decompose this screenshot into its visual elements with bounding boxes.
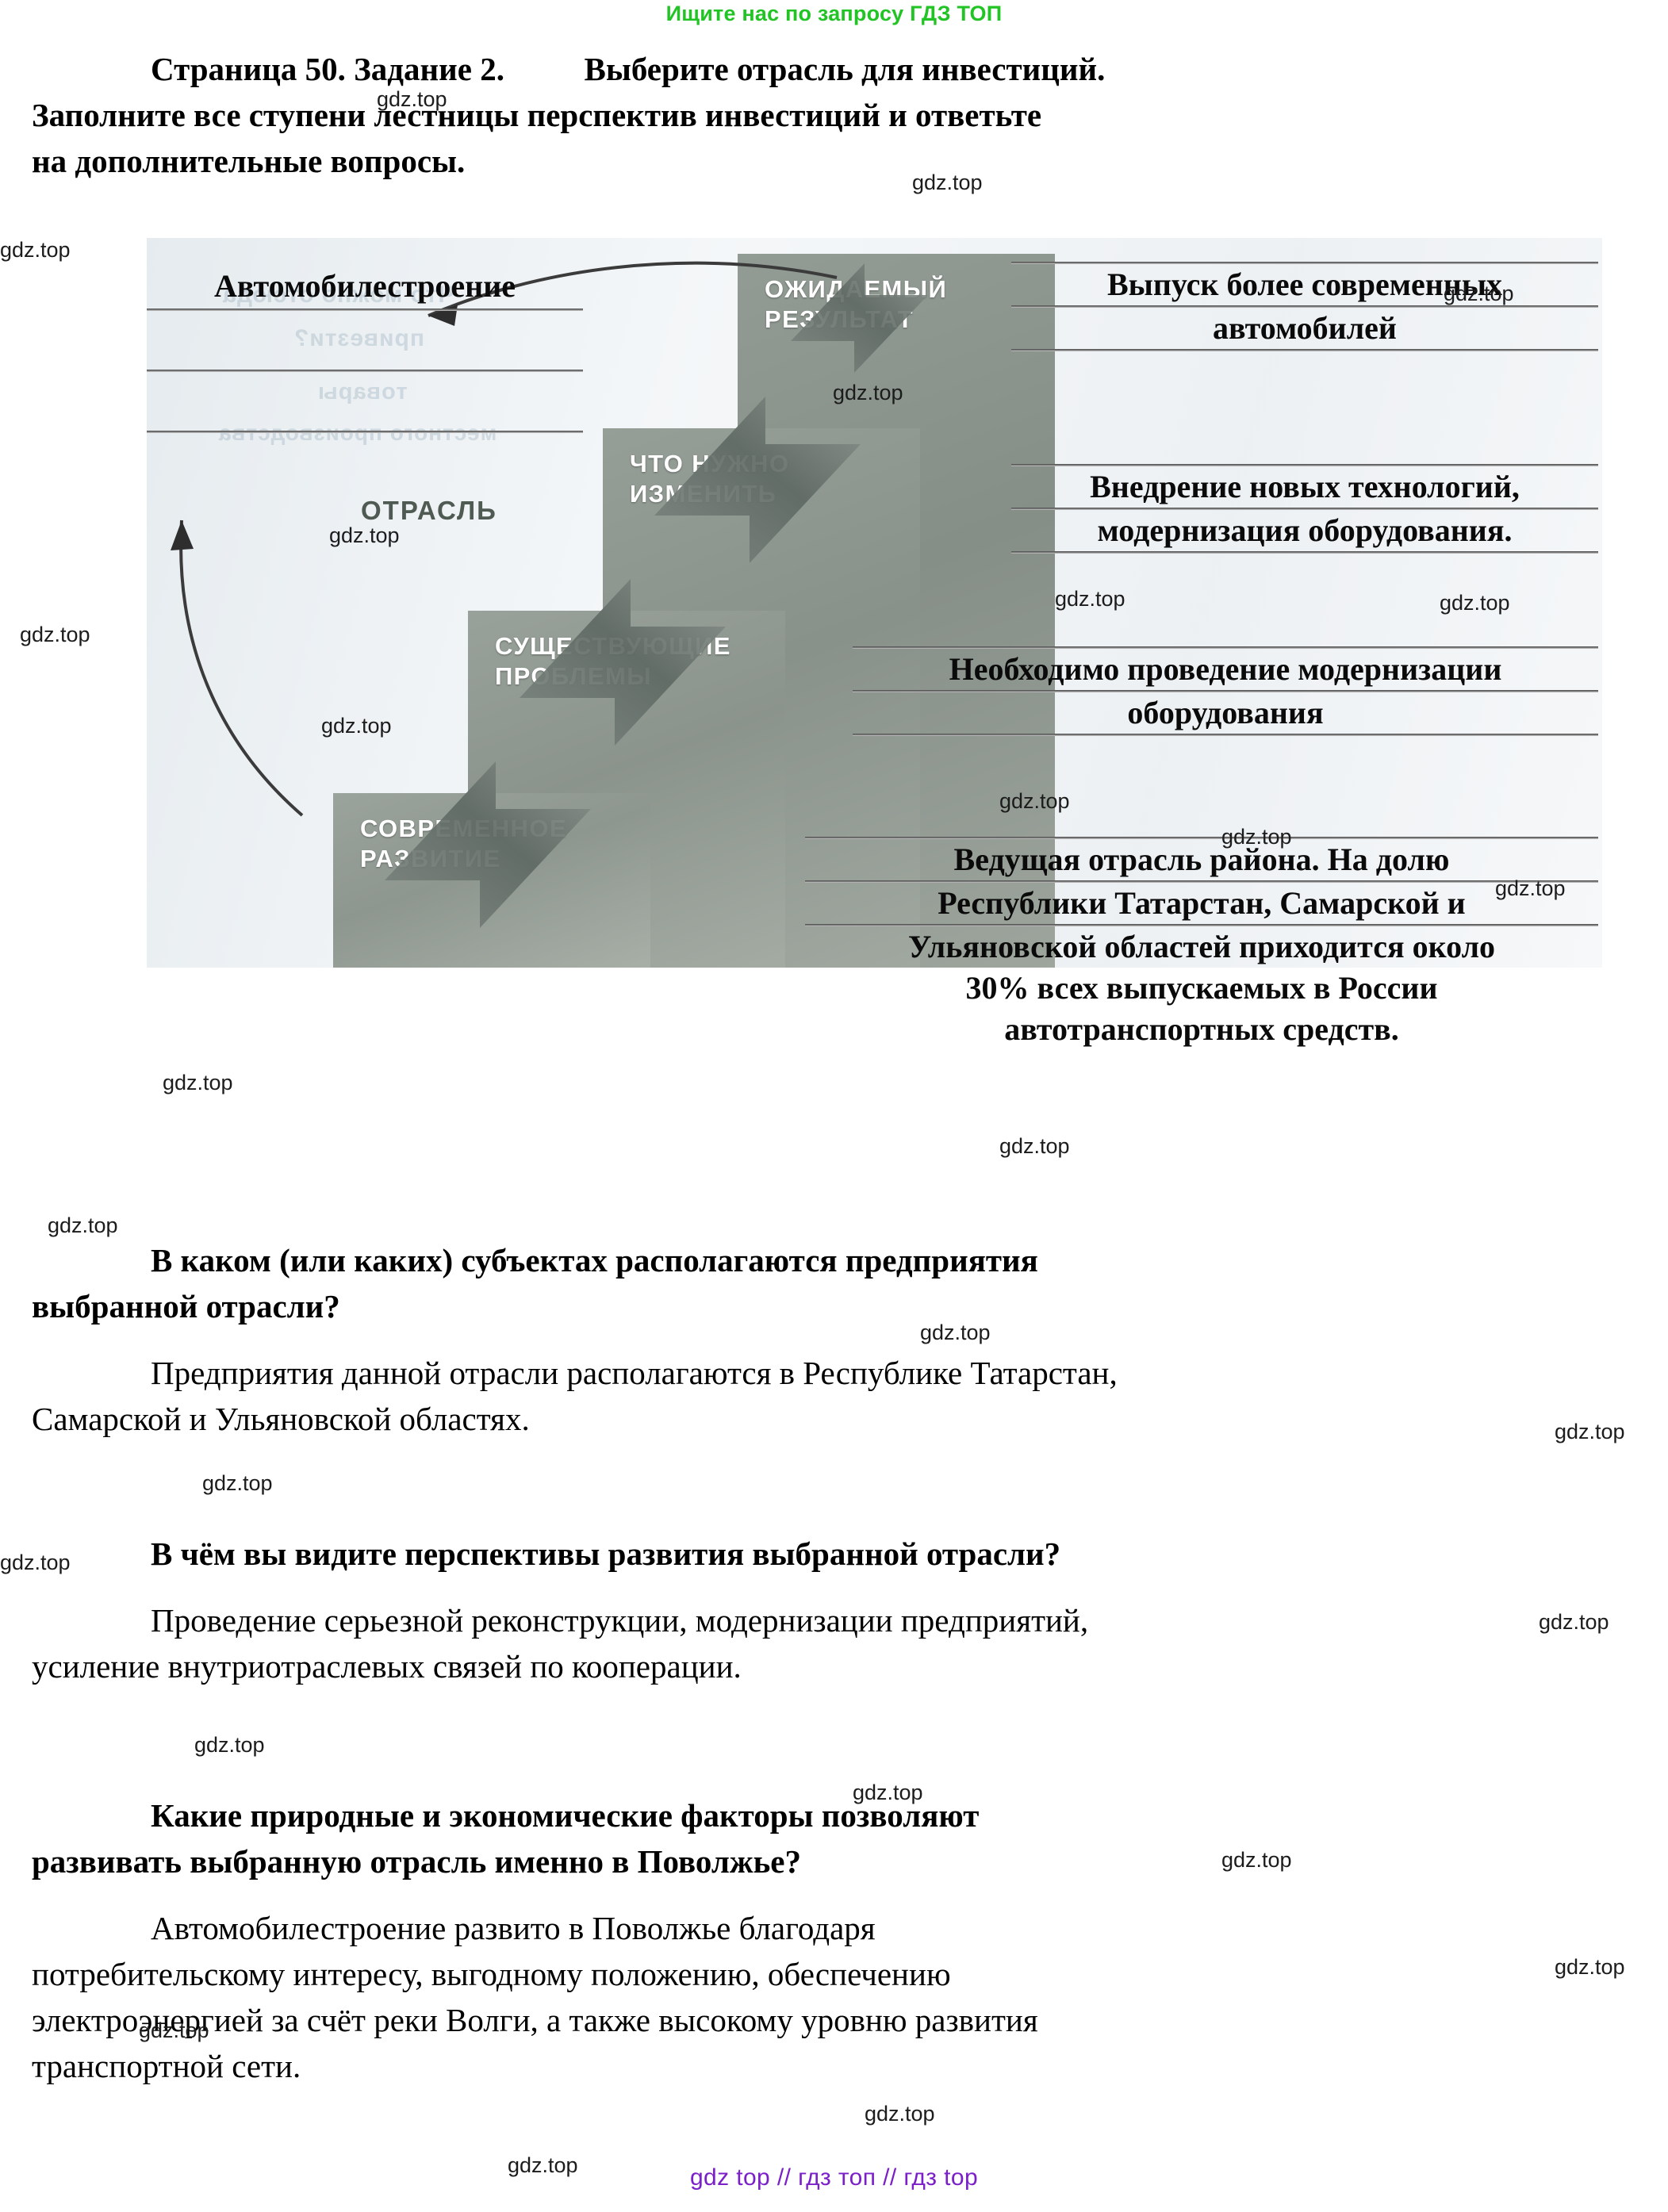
answer-3-line-4: транспортной сети.	[32, 2048, 301, 2084]
watermark-gdz-top: gdz.top	[48, 1213, 118, 1237]
answer-block-expected-result[interactable]: Выпуск более современных автомобилей	[1011, 262, 1598, 351]
page-footer: gdz top // гдз топ // гдз top	[689, 2164, 979, 2191]
answer-3-line-2: потребительскому интересу, выгодному пол…	[32, 1956, 951, 1992]
answer-modern-development-line2: Республики Татарстан, Самарской и	[938, 885, 1466, 921]
question-3-line-1: Какие природные и экономические факторы …	[151, 1797, 980, 1834]
step-expected-result-line2: РЕЗУЛЬТАТ	[765, 305, 914, 333]
question-3-line-2: развивать выбранную отрасль именно в Пов…	[32, 1843, 801, 1880]
watermark-gdz-top: gdz.top	[0, 238, 71, 262]
watermark-gdz-top: gdz.top	[865, 2102, 935, 2126]
answer-modern-development-line1: Ведущая отрасль района. На долю	[953, 841, 1450, 877]
answer-block-what-to-change[interactable]: Внедрение новых технологий, модернизация…	[1011, 464, 1598, 554]
task-line-3: на дополнительные вопросы.	[32, 143, 466, 179]
rule-line	[853, 646, 1598, 649]
rule-line	[147, 431, 583, 433]
rule-line	[805, 837, 1598, 839]
answer-what-to-change-line1: Внедрение новых технологий,	[1090, 469, 1520, 504]
rule-line	[1011, 551, 1598, 554]
rule-line	[147, 309, 583, 311]
watermark-gdz-top: gdz.top	[20, 623, 90, 646]
step-what-to-change-line2: ИЗМЕНИТЬ	[630, 480, 777, 508]
watermark-gdz-top: gdz.top	[194, 1733, 265, 1757]
answer-expected-result-line1: Выпуск более современных	[1106, 266, 1503, 302]
answer-existing-problems-line1: Необходимо проведение модернизации	[949, 651, 1502, 687]
answer-1-line-2: Самарской и Ульяновской областях.	[32, 1401, 530, 1437]
rule-line	[1011, 305, 1598, 308]
rule-line	[805, 880, 1598, 883]
industry-answer-block[interactable]: Автомобилестроение	[147, 266, 583, 433]
task-line-1: Страница 50. Задание 2. Выберите отрасль…	[32, 46, 1634, 92]
page-task-number: Страница 50. Задание 2.	[151, 51, 504, 87]
industry-label: ОТРАСЛЬ	[361, 496, 497, 525]
answer-block-modern-development[interactable]: Ведущая отрасль района. На долю Республи…	[805, 837, 1598, 1050]
question-1-line-1: В каком (или каких) субъектах располагаю…	[151, 1242, 1038, 1279]
answer-block-existing-problems[interactable]: Необходимо проведение модернизации обору…	[853, 646, 1598, 736]
step-modern-development-line1: СОВРЕМЕННОЕ	[360, 815, 567, 842]
answer-modern-development-line4: 30% всех выпускаемых в России	[965, 970, 1438, 1006]
step-expected-result-line1: ОЖИДАЕМЫЙ	[765, 275, 948, 303]
answer-what-to-change-line2: модернизация оборудования.	[1097, 512, 1513, 548]
answer-1-line-1: Предприятия данной отрасли располагаются…	[151, 1355, 1118, 1391]
task-statement: Страница 50. Задание 2. Выберите отрасль…	[32, 46, 1634, 184]
step-modern-development[interactable]: СОВРЕМЕННОЕ РАЗВИТИЕ	[333, 793, 650, 968]
step-existing-problems-line2: ПРОБЛЕМЫ	[495, 662, 652, 690]
question-block-3: Какие природные и экономические факторы …	[32, 1792, 1634, 2089]
rule-line	[853, 690, 1598, 692]
answer-existing-problems-line2: оборудования	[1127, 695, 1324, 730]
question-block-2: В чём вы видите перспективы развития выб…	[32, 1531, 1634, 1689]
answer-2-line-1: Проведение серьезной реконструкции, моде…	[151, 1602, 1089, 1639]
industry-answer-text: Автомобилестроение	[213, 268, 516, 304]
rule-line	[1011, 262, 1598, 264]
rule-line	[1011, 349, 1598, 351]
question-block-1: В каком (или каких) субъектах располагаю…	[32, 1237, 1634, 1442]
answer-modern-development-line3: Ульяновской областей приходится около	[907, 929, 1496, 964]
step-modern-development-line2: РАЗВИТИЕ	[360, 845, 501, 872]
answer-2-line-2: усиление внутриотраслевых связей по кооп…	[32, 1648, 742, 1685]
step-existing-problems-line1: СУЩЕСТВУЮЩИЕ	[495, 632, 731, 660]
watermark-gdz-top: gdz.top	[999, 1134, 1070, 1158]
investment-staircase-diagram: Что можно отсюда привезти? товары местно…	[147, 238, 1638, 1110]
answer-3-line-1: Автомобилестроение развито в Поволжье бл…	[151, 1910, 876, 1946]
rule-line	[147, 370, 583, 372]
rule-line	[853, 734, 1598, 736]
task-line-2: Заполните все ступени лестницы перспекти…	[32, 97, 1042, 133]
task-prompt: Выберите отрасль для инвестиций.	[584, 51, 1106, 87]
rule-line	[1011, 464, 1598, 466]
promo-banner: Ищите нас по запросу ГДЗ ТОП	[665, 2, 1003, 25]
answer-modern-development-line5: автотранспортных средств.	[1004, 1011, 1399, 1047]
rule-line	[1011, 508, 1598, 510]
answer-expected-result-line2: автомобилей	[1213, 310, 1397, 346]
question-1-line-2: выбранной отрасли?	[32, 1288, 340, 1325]
answer-3-line-3: электроэнергией за счёт реки Волги, а та…	[32, 2002, 1038, 2038]
step-what-to-change-line1: ЧТО НУЖНО	[630, 450, 790, 477]
watermark-gdz-top: gdz.top	[202, 1471, 273, 1495]
question-2-line-1: В чём вы видите перспективы развития выб…	[151, 1535, 1061, 1572]
rule-line	[805, 924, 1598, 926]
